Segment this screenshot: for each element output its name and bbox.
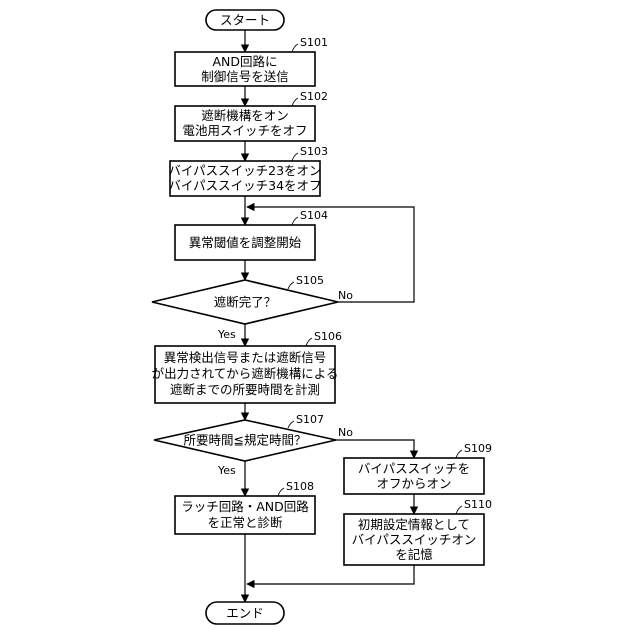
node-s106-line-2: 遮断までの所要時間を計測 — [170, 382, 320, 397]
node-start-line-0: スタート — [220, 13, 270, 28]
node-s105-line-0: 遮断完了？ — [214, 295, 277, 310]
node-s109-line-0: バイパススイッチを — [358, 461, 470, 476]
step-label-s108: S108 — [286, 480, 314, 493]
node-s108-line-1: を正常と診断 — [207, 515, 282, 530]
edge-s110-merge — [247, 565, 414, 584]
node-s106-line-1: が出力されてから遮断機構による — [152, 366, 339, 381]
node-end: エンド — [206, 602, 284, 624]
node-s107-line-0: 所要時間≦規定時間？ — [184, 433, 307, 448]
step-label-s102: S102 — [300, 90, 328, 103]
node-s110-line-1: バイパススイッチオン — [352, 532, 477, 547]
step-label-s109: S109 — [464, 442, 492, 455]
node-s103-line-0: バイパススイッチ23をオン — [168, 163, 321, 178]
node-s110-line-2: を記憶 — [395, 547, 433, 562]
edge-label-s107-yes: Yes — [217, 464, 236, 477]
edge-label-s105-no: No — [338, 289, 353, 302]
edge-label-s107-no: No — [338, 426, 353, 439]
step-label-s103: S103 — [300, 145, 328, 158]
node-s110-line-0: 初期設定情報として — [358, 517, 470, 532]
node-s103-line-1: バイパススイッチ34をオフ — [168, 178, 321, 193]
node-s101-line-1: 制御信号を送信 — [201, 69, 289, 84]
step-label-s105: S105 — [296, 274, 324, 287]
step-label-s106: S106 — [314, 330, 342, 343]
node-s103: バイパススイッチ23をオン バイパススイッチ34をオフ S103 — [168, 145, 328, 196]
node-s109-line-1: オフからオン — [376, 476, 451, 491]
node-s101: AND回路に 制御信号を送信 S101 — [175, 36, 328, 86]
node-s109: バイパススイッチを オフからオン S109 — [344, 442, 492, 494]
node-s106-line-0: 異常検出信号または遮断信号 — [164, 350, 327, 365]
node-s104-line-0: 異常閾値を調整開始 — [189, 235, 302, 250]
node-s102-line-1: 電池用スイッチをオフ — [182, 123, 307, 138]
node-s101-line-0: AND回路に — [212, 54, 277, 69]
step-label-s104: S104 — [300, 209, 328, 222]
node-s108-line-0: ラッチ回路・AND回路 — [181, 499, 309, 514]
node-s104: 異常閾値を調整開始 S104 — [175, 209, 328, 260]
node-s102: 遮断機構をオン 電池用スイッチをオフ S102 — [175, 90, 328, 141]
edge-s107-no — [336, 440, 414, 458]
node-s106: 異常検出信号または遮断信号 が出力されてから遮断機構による 遮断までの所要時間を… — [152, 330, 342, 403]
node-s105: 遮断完了？ S105 — [152, 274, 338, 324]
node-s110: 初期設定情報として バイパススイッチオン を記憶 S110 — [344, 498, 492, 565]
step-label-s110: S110 — [464, 498, 492, 511]
step-label-s101: S101 — [300, 36, 328, 49]
node-start: スタート — [206, 10, 284, 30]
node-end-line-0: エンド — [226, 606, 264, 621]
edge-label-s105-yes: Yes — [217, 328, 236, 341]
step-label-s107: S107 — [296, 413, 324, 426]
node-s107: 所要時間≦規定時間？ S107 — [154, 413, 336, 461]
node-s102-line-0: 遮断機構をオン — [201, 108, 289, 123]
